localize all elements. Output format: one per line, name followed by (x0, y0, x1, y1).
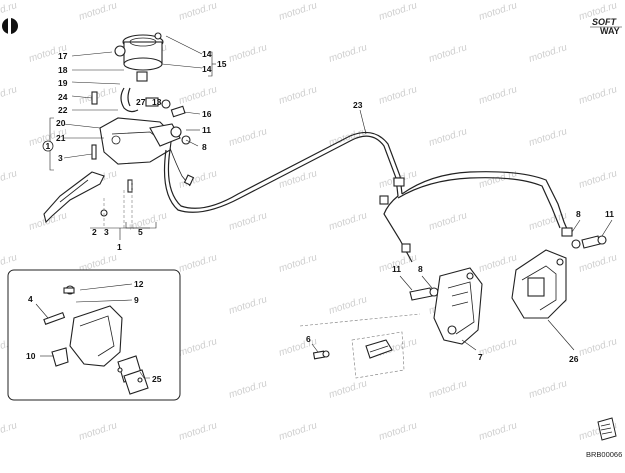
watermark-text: motod.ru (378, 420, 419, 443)
watermark-text: motod.ru (378, 0, 419, 23)
leader-lines (35, 35, 613, 379)
label-3-lower: 3 (104, 227, 109, 237)
label-23: 23 (353, 100, 363, 110)
watermark-text: motod.ru (428, 378, 469, 401)
watermark-text: motod.ru (478, 0, 519, 23)
label-11-mid: 11 (392, 264, 401, 274)
svg-text:SOFT: SOFT (592, 17, 618, 27)
label-14-top: 14 (202, 49, 212, 59)
watermark-text: motod.ru (278, 84, 319, 107)
label-3-upper: 3 (58, 153, 63, 163)
watermark-text: motod.ru (0, 84, 19, 107)
label-12: 12 (134, 279, 144, 289)
watermark-text: motod.ru (278, 252, 319, 275)
watermark-text: motod.ru (528, 42, 569, 65)
watermark-text: motod.ru (578, 336, 619, 359)
label-1: 1 (117, 242, 122, 252)
watermark-text: motod.ru (478, 336, 519, 359)
watermark-text: motod.ru (228, 42, 269, 65)
label-circle-1: 1 (46, 141, 51, 151)
watermark-text: motod.ru (478, 420, 519, 443)
callout-labels: 17 18 19 24 22 20 21 3 1 14 14 15 27 13 … (26, 49, 614, 384)
watermark-text: motod.ru (178, 168, 219, 191)
watermark-text: motod.ru (578, 168, 619, 191)
watermark-text: motod.ru (78, 0, 119, 23)
watermark-text: motod.ru (178, 336, 219, 359)
svg-text:WAY: WAY (600, 26, 620, 36)
label-9: 9 (134, 295, 139, 305)
label-11-top: 11 (202, 125, 211, 135)
watermark-text: motod.ru (228, 126, 269, 149)
watermark-text: motod.ru (478, 84, 519, 107)
label-27: 27 (136, 97, 146, 107)
watermark-text: motod.ru (278, 336, 319, 359)
label-7: 7 (478, 352, 483, 362)
label-20: 20 (56, 118, 66, 128)
assembly-marker (42, 140, 54, 152)
label-5: 5 (138, 227, 143, 237)
watermark-text: motod.ru (328, 42, 369, 65)
watermark-text: motod.ru (578, 84, 619, 107)
watermark-text: motod.ru (528, 378, 569, 401)
label-6: 6 (306, 334, 311, 344)
watermark-text: motod.ru (328, 294, 369, 317)
label-24: 24 (58, 92, 68, 102)
label-16: 16 (202, 109, 212, 119)
label-11-right: 11 (605, 209, 614, 219)
watermark-text: motod.ru (328, 378, 369, 401)
left-caliper (433, 267, 483, 345)
watermark-text: motod.ru (228, 294, 269, 317)
label-13: 13 (152, 97, 162, 107)
watermark-text: motod.ru (128, 210, 169, 233)
master-cylinder-assembly (43, 32, 195, 228)
watermark-text: motod.ru (578, 252, 619, 275)
label-18: 18 (58, 65, 68, 75)
brand-mark-icon (2, 17, 18, 35)
watermark-text: motod.ru (328, 210, 369, 233)
watermark-text: motod.ru (178, 420, 219, 443)
drawing-code: BRB00066 (586, 450, 622, 459)
watermark-text: motod.ru (78, 84, 119, 107)
watermark-text: motod.ru (0, 168, 19, 191)
label-22: 22 (58, 105, 68, 115)
watermark-text: motod.ru (278, 168, 319, 191)
watermark-text: motod.ru (378, 84, 419, 107)
pad-bracket (299, 313, 421, 379)
label-15: 15 (217, 59, 227, 69)
label-2: 2 (92, 227, 97, 237)
label-25: 25 (152, 374, 162, 384)
watermark-text: motod.ru (528, 126, 569, 149)
watermark-text: motod.ru (0, 420, 19, 443)
watermark-text: motod.ru (178, 84, 219, 107)
watermark-text: motod.ru (428, 126, 469, 149)
right-caliper (511, 249, 567, 319)
front-direction-icon (597, 417, 617, 441)
detail-inset (7, 269, 181, 401)
watermark-text: motod.ru (178, 252, 219, 275)
watermark-text: motod.ru (178, 0, 219, 23)
watermark-text: motod.ru (228, 210, 269, 233)
watermark-text: motod.ru (278, 420, 319, 443)
watermark-text: motod.ru (278, 0, 319, 23)
label-4: 4 (28, 294, 33, 304)
watermark-text: motod.ru (78, 420, 119, 443)
label-21: 21 (56, 133, 66, 143)
label-10: 10 (26, 351, 36, 361)
label-8-right: 8 (576, 209, 581, 219)
watermark-text: motod.ru (228, 378, 269, 401)
watermark-text: motod.ru (478, 252, 519, 275)
label-14-bottom: 14 (202, 64, 212, 74)
label-17: 17 (58, 51, 68, 61)
label-8-mid: 8 (418, 264, 423, 274)
softway-logo: SOFT WAY (590, 17, 622, 36)
brake-hoses (163, 131, 607, 301)
watermark-text: motod.ru (428, 42, 469, 65)
label-8-top: 8 (202, 142, 207, 152)
watermark-text: motod.ru (428, 210, 469, 233)
label-26: 26 (569, 354, 579, 364)
label-19: 19 (58, 78, 68, 88)
